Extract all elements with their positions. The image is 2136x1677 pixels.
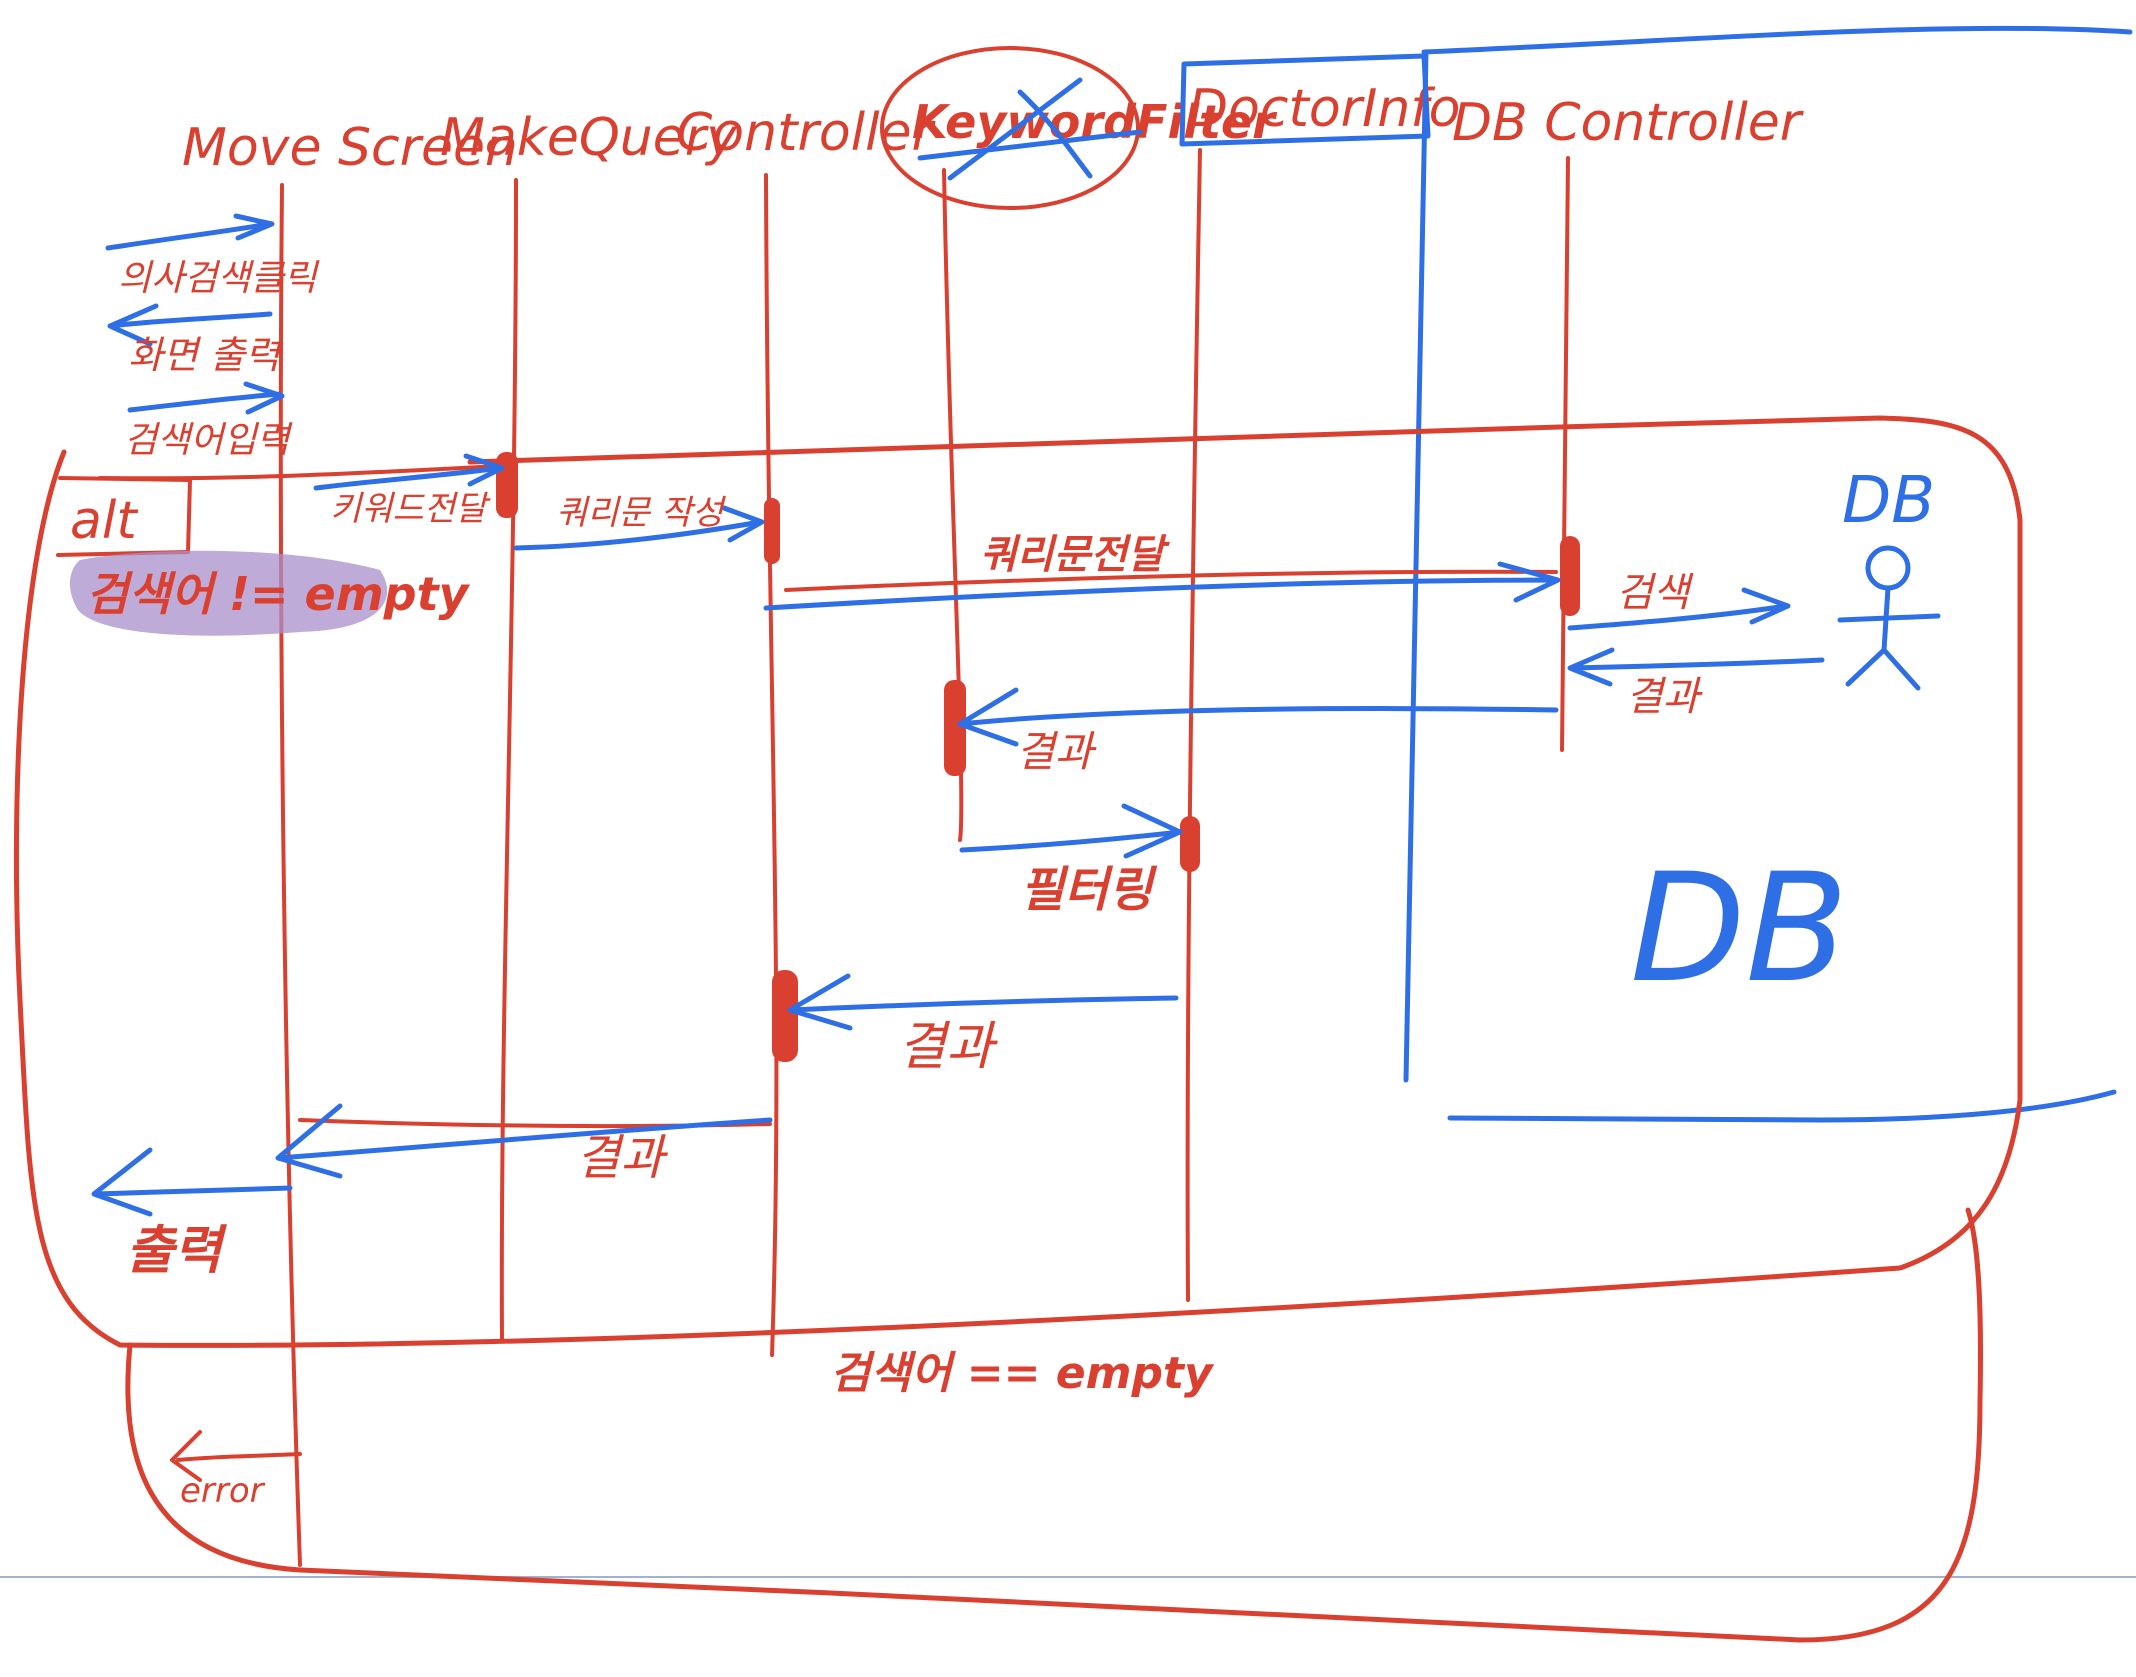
alt-fragment-lower (125, 1207, 1983, 1643)
msg-query-write-arrow (513, 505, 765, 551)
activation-doctor-info (1180, 816, 1200, 872)
participant-keyword-filter: KeywordFilter (880, 46, 1278, 210)
msg-keyword-pass-arrow (313, 453, 505, 491)
msg-keyword-result-arrow (957, 687, 1559, 747)
msg-error-arrow (170, 1430, 302, 1482)
msg-filter-result: 결과 (898, 1017, 998, 1077)
lifelines (278, 148, 1570, 1567)
msg-query-pass-arrow (763, 561, 1561, 611)
activations (496, 452, 1580, 1062)
keyword-filter-label: KeywordFilter (912, 95, 1278, 149)
activation-controller-1 (764, 498, 780, 564)
keyword-filter-strike (917, 129, 1143, 161)
lifeline-controller (764, 173, 779, 1357)
msg-db-result: 결과 (1626, 674, 1703, 720)
msg-search-input-arrow (127, 381, 285, 415)
guard-empty: 검색어 == empty (830, 1348, 1215, 1399)
msg-final-output: 출력 (126, 1221, 228, 1281)
db-region-label: DB (1630, 842, 1848, 1016)
activation-db-controller (1560, 536, 1580, 616)
msg-query-pass: 쿼리문전달 (980, 532, 1170, 578)
alt-label: alt (70, 491, 138, 551)
msg-query-pass-line-red (784, 569, 1558, 592)
guard-not-empty: 검색어 != empty (86, 567, 471, 621)
msg-input-to-makequery (98, 464, 502, 481)
msg-filter-result-arrow (787, 973, 1179, 1031)
db-boundary (1403, 25, 2133, 1123)
msg-search-input: 검색어입력 (124, 420, 293, 461)
msg-error: error (180, 1471, 266, 1511)
msg-query-write: 쿼리문 작성 (556, 493, 727, 533)
msg-filtering: 필터링 (1020, 862, 1157, 918)
msg-db-search: 검색 (1616, 570, 1694, 616)
alt-fragment-frame (13, 415, 2023, 1348)
msg-filtering-arrow (959, 803, 1183, 859)
participant-move-screen: Move Screen (182, 118, 518, 178)
msg-controller-result: 결과 (576, 1130, 668, 1186)
activation-controller-2 (772, 970, 798, 1062)
msg-keyword-result: 결과 (1016, 727, 1097, 776)
msg-db-search-arrow (1567, 587, 1791, 631)
db-actor-label: DB (1842, 464, 1935, 538)
db-actor-head (1865, 545, 1911, 591)
msg-keyword-pass: 키워드전달 (330, 489, 491, 529)
msg-doctor-search-click-arrow (105, 213, 275, 251)
msg-final-output-arrow (91, 1147, 293, 1217)
participant-db-controller: DB Controller (1452, 93, 1805, 153)
participant-doctor-info: DoctorInfo (1179, 53, 1460, 147)
db-actor-body (1837, 585, 1941, 691)
guard-highlight (69, 550, 388, 636)
lifeline-move-screen (278, 183, 302, 1567)
msg-controller-result-arrow (275, 1103, 773, 1179)
lifeline-db-controller (1560, 156, 1570, 752)
db-actor: DB (1837, 464, 1941, 691)
doctor-info-label: DoctorInfo (1188, 79, 1460, 139)
lifeline-make-query (499, 178, 518, 1342)
msg-db-result-arrow (1567, 647, 1825, 687)
keyword-filter-cross-2 (1017, 89, 1093, 179)
lifeline-doctor-info (1185, 148, 1202, 1302)
participant-make-query: MakeQuery (440, 108, 738, 168)
lifeline-keyword-filter (942, 168, 964, 842)
msg-screen-output-arrow (107, 303, 273, 347)
activation-keyword-filter (944, 680, 966, 776)
msg-doctor-search-click: 의사검색클릭 (118, 258, 320, 299)
participant-controller: Controller (676, 103, 937, 163)
keyword-filter-cross-1 (947, 77, 1083, 181)
msg-screen-output: 화면 출력 (128, 333, 284, 377)
